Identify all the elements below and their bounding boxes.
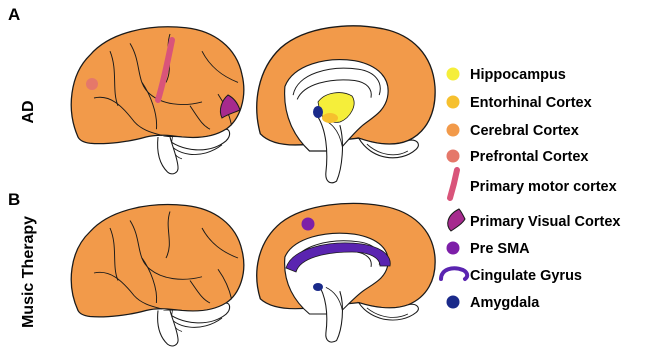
amygdala-marker-ad — [313, 106, 323, 118]
amygdala-marker-music-therapy — [313, 283, 323, 291]
arc-icon — [441, 268, 467, 279]
panel-a-letter: A — [8, 5, 20, 24]
magenta-crescent-icon — [448, 209, 465, 231]
legend-label: Cingulate Gyrus — [470, 268, 582, 284]
navy-dot-icon — [447, 296, 460, 309]
yellow-dot-icon — [447, 68, 460, 81]
legend-label: Cerebral Cortex — [470, 123, 579, 139]
salmon-dot-icon — [447, 150, 460, 163]
legend-label: Pre SMA — [470, 241, 530, 257]
orange-dot-icon — [447, 124, 460, 137]
row-label-ad: AD — [20, 100, 37, 123]
medial-brain-music-therapy — [257, 203, 435, 342]
legend-label: Primary motor cortex — [470, 179, 617, 195]
lateral-brain-music-therapy — [71, 205, 244, 346]
panel-b-letter: B — [8, 190, 20, 209]
legend-label: Entorhinal Cortex — [470, 95, 592, 111]
entorhinal-cortex-marker — [322, 113, 338, 123]
legend-label: Primary Visual Cortex — [470, 214, 620, 230]
legend-label: Hippocampus — [470, 67, 566, 83]
gold-dot-icon — [447, 96, 460, 109]
row-label-music-therapy: Music Therapy — [20, 216, 37, 328]
purple-dot-icon — [447, 242, 460, 255]
prefrontal-cortex-marker — [86, 78, 98, 90]
legend-label: Amygdala — [470, 295, 540, 311]
pre-sma-marker — [302, 218, 315, 231]
pink-stroke-icon — [450, 170, 457, 198]
legend-label: Prefrontal Cortex — [470, 149, 588, 165]
